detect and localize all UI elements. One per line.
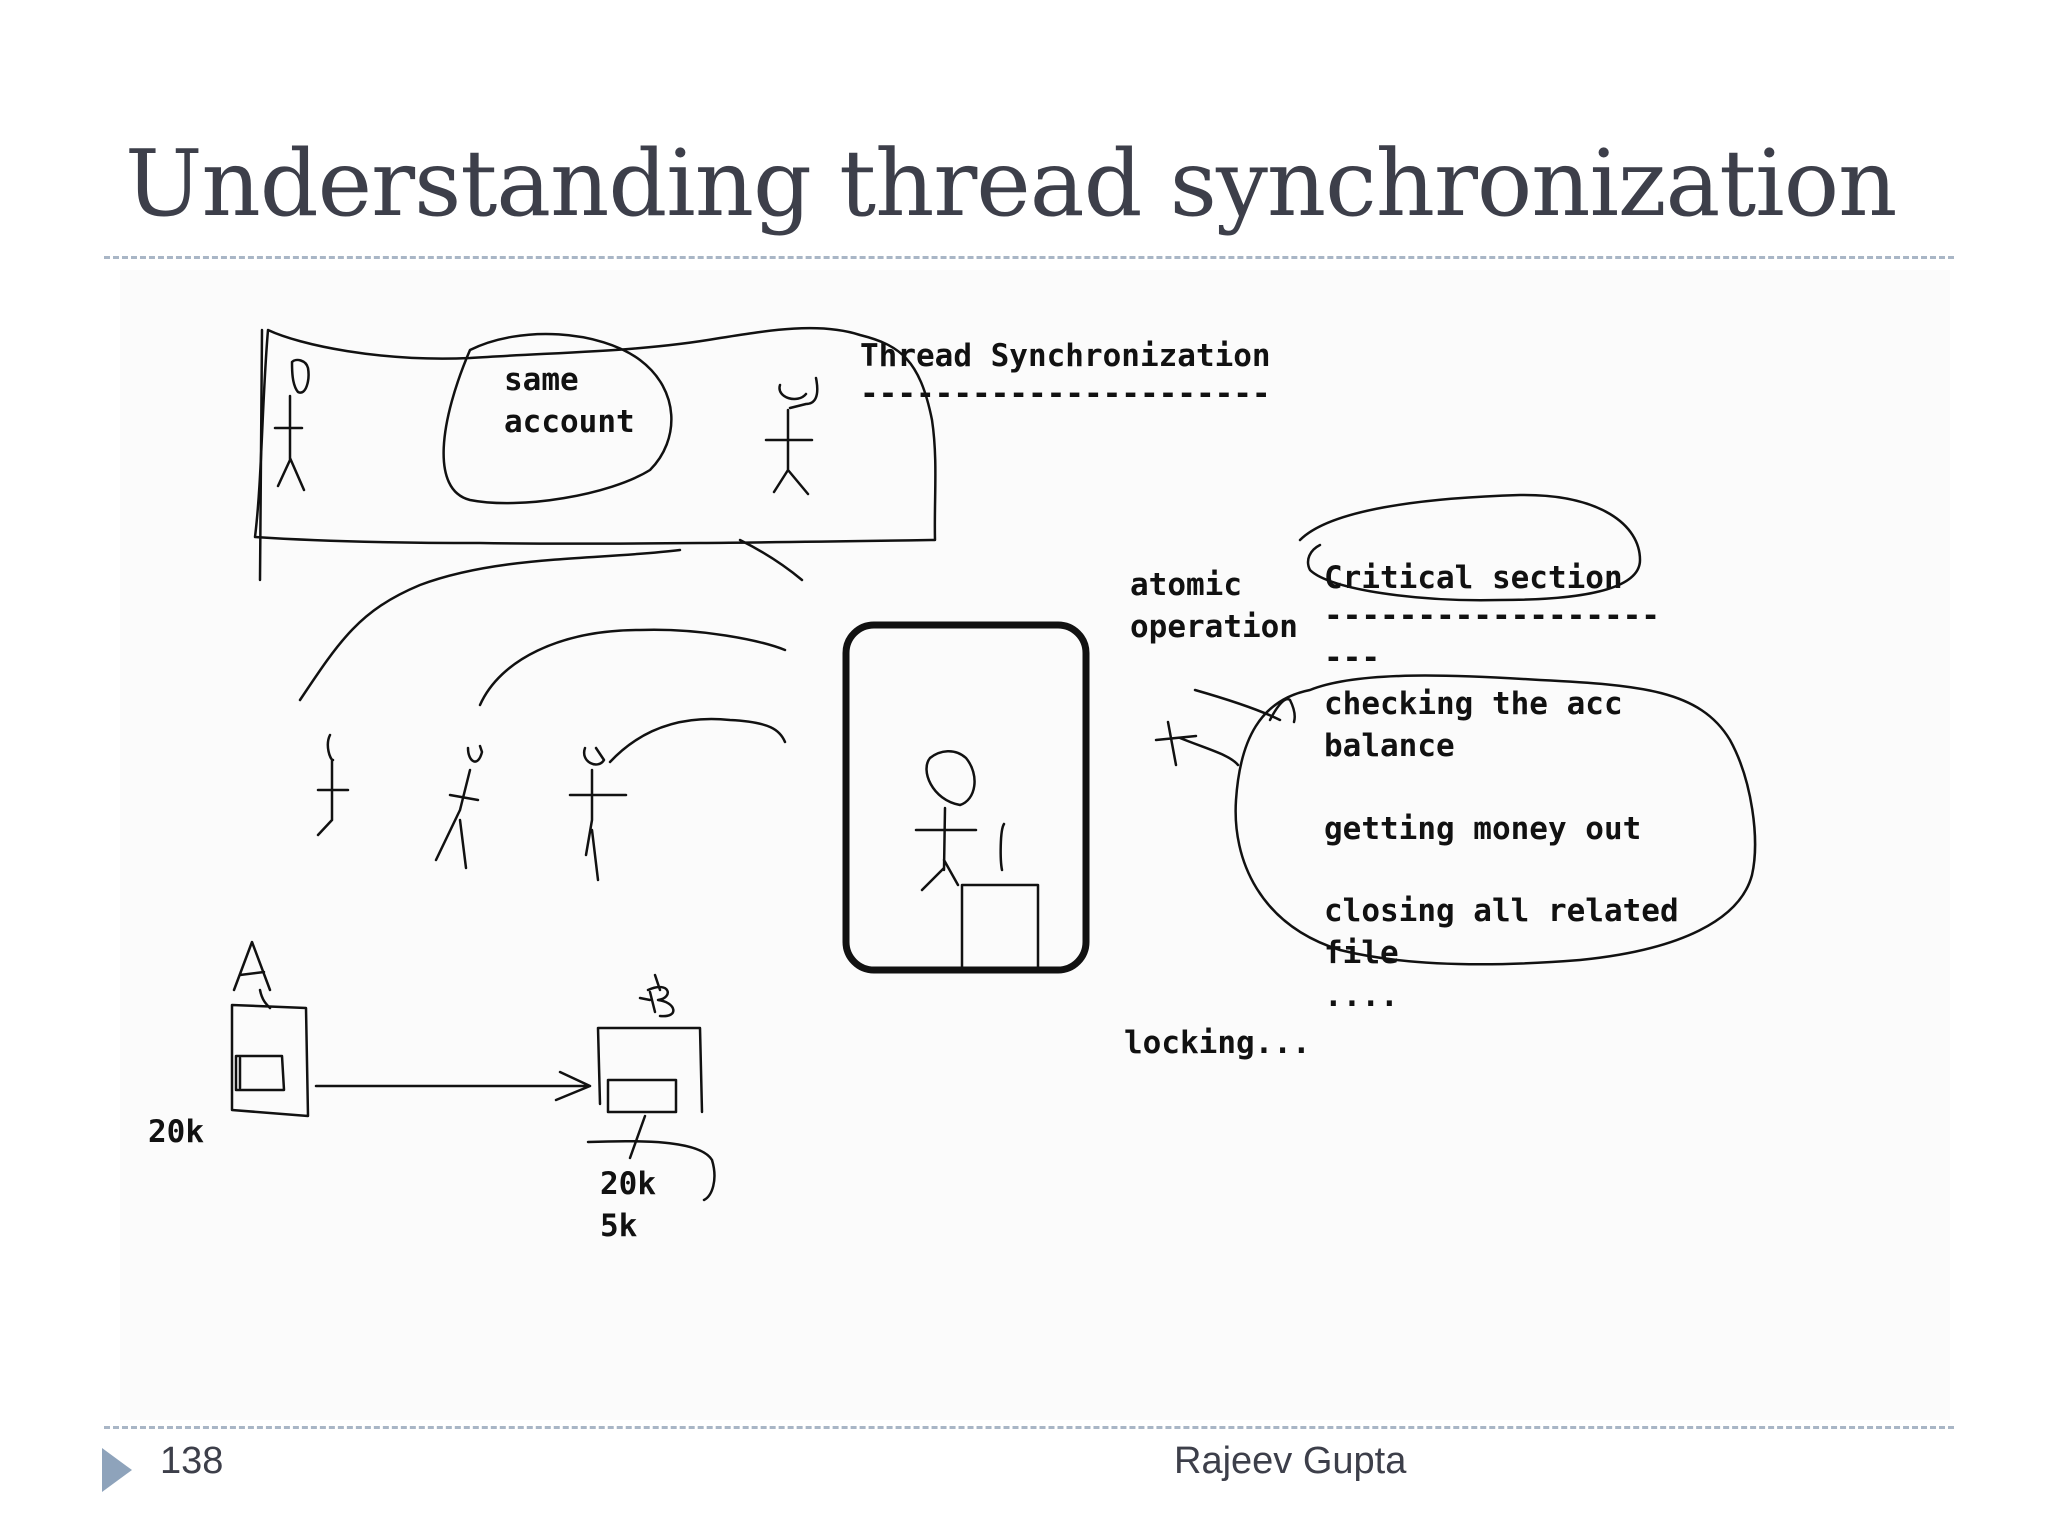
step-close-files: closing all related file	[1324, 893, 1679, 971]
amount-b-label: 20k 5k	[600, 1166, 656, 1244]
account-oval-sketch	[442, 332, 673, 505]
letter-a-sketch	[232, 940, 272, 1010]
atomic-operation-label: atomic operation	[1130, 567, 1298, 645]
letter-b-sketch	[638, 973, 675, 1018]
locking-label: locking...	[1124, 1025, 1311, 1061]
box-a-sketch	[230, 1003, 310, 1118]
box-b-sketch	[596, 1026, 704, 1114]
step-money-out: getting money out	[1324, 811, 1642, 847]
sketch-canvas	[120, 270, 1950, 1420]
thread-sync-underline: ----------------------	[860, 376, 1271, 412]
slide-title: Understanding thread synchronization	[125, 130, 1897, 237]
page-number: 138	[160, 1440, 224, 1482]
stick-figure-sketch	[316, 733, 350, 837]
title-divider	[104, 256, 1954, 259]
enclosure-sketch	[253, 326, 937, 545]
same-account-label: same account	[504, 362, 635, 440]
footer-arrow-icon	[102, 1448, 132, 1492]
critical-section-oval-sketch	[1234, 674, 1757, 966]
footer-author: Rajeev Gupta	[1174, 1440, 1407, 1482]
amount-a-label: 20k	[148, 1114, 204, 1150]
stick-figure-sketch	[914, 750, 978, 892]
stick-figure-sketch	[434, 744, 484, 870]
booth-frame	[842, 621, 1090, 974]
steps-ellipsis: ....	[1324, 978, 1399, 1014]
thread-sync-heading: Thread Synchronization	[860, 338, 1271, 374]
critical-section-underline: ------------------ ---	[1324, 598, 1660, 676]
stick-figure-sketch	[273, 358, 310, 492]
stick-figure-sketch	[764, 376, 819, 496]
step-check-balance: checking the acc balance	[1324, 686, 1623, 764]
footer-divider	[104, 1426, 1954, 1429]
critical-section-heading: Critical section	[1324, 560, 1623, 596]
stick-figure-sketch	[568, 746, 628, 882]
